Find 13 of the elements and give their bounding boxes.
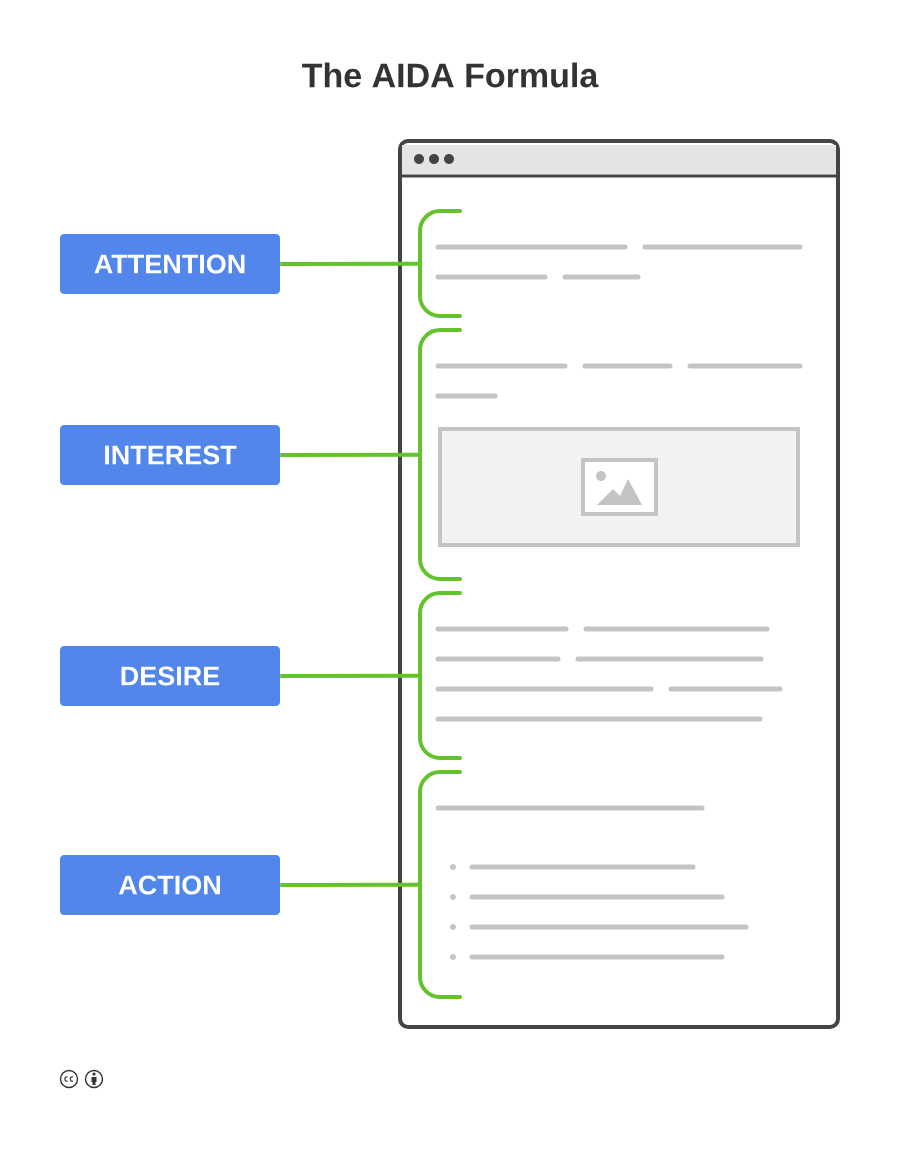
- label-box: INTEREST: [60, 425, 280, 485]
- bracket: [418, 770, 462, 999]
- label-box: DESIRE: [60, 646, 280, 706]
- title: The AIDA Formula: [302, 62, 599, 88]
- bracket: [418, 209, 462, 318]
- bracket: [418, 591, 462, 760]
- connector-line: [280, 261, 418, 266]
- bracket: [418, 328, 462, 581]
- label-box: ATTENTION: [60, 234, 280, 294]
- connector-line: [280, 673, 418, 678]
- connector-line: [280, 452, 418, 457]
- connector-line: [280, 882, 418, 887]
- label-box: ACTION: [60, 855, 280, 915]
